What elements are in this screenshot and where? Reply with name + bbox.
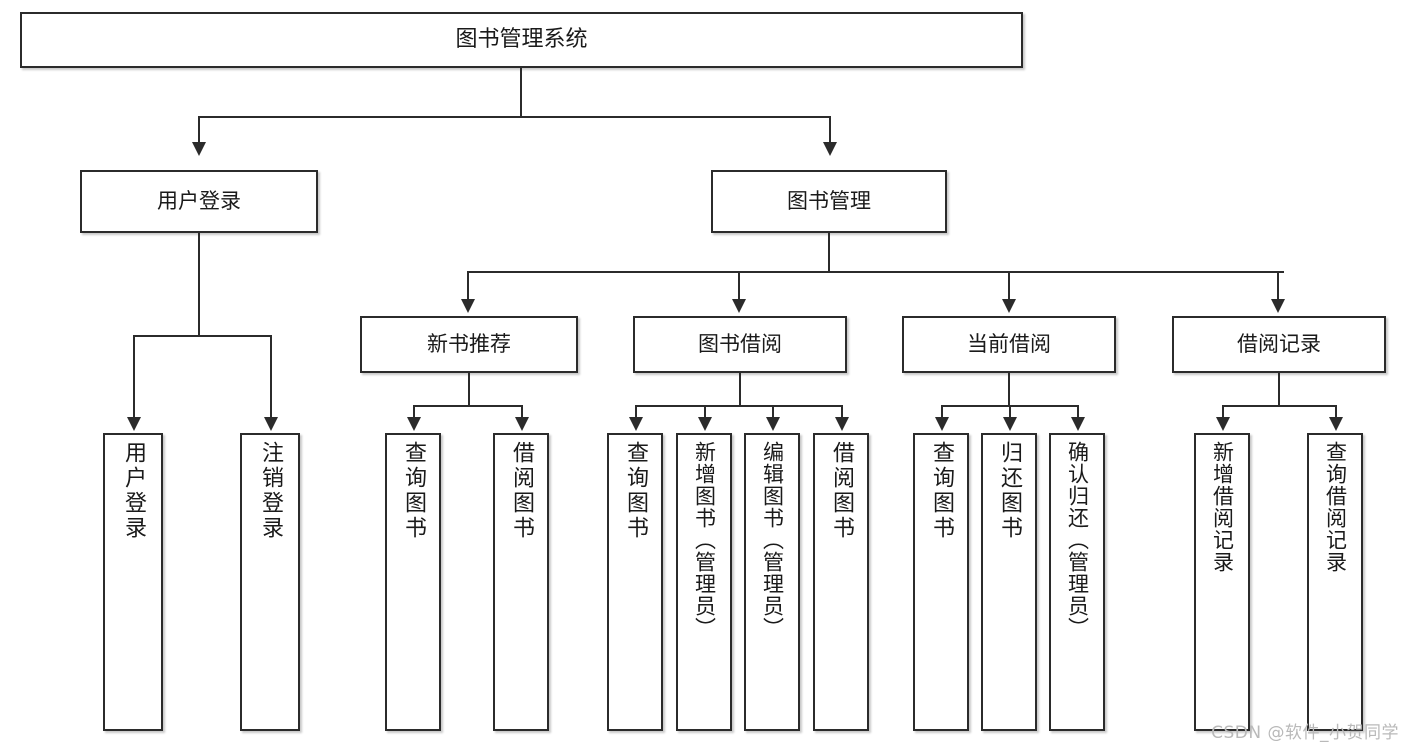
node-user-login-label: 用户登录: [157, 189, 241, 214]
node-leaf-add-book[interactable]: 新增图书（管理员）: [676, 433, 732, 731]
connector-borrow-record-to-leaf-2: [1335, 405, 1337, 419]
arrow-new-book-to-leaf-2: [515, 417, 529, 431]
connector-current-borrow-to-leaf-3: [1077, 405, 1079, 419]
node-leaf-user-login-label: 用户登录: [121, 441, 146, 541]
arrow-current-borrow-to-leaf-3: [1071, 417, 1085, 431]
node-leaf-add-book-label: 新增图书（管理员）: [692, 441, 717, 639]
node-leaf-edit-book-label: 编辑图书（管理员）: [760, 441, 785, 639]
connector-book-borrow-to-leaf-3: [772, 405, 774, 419]
arrow-user-login-to-leaf-1: [127, 417, 141, 431]
connector-root-to-book-manage: [829, 116, 831, 144]
connector-book-manage-to-current-borrow: [1008, 271, 1010, 301]
connector-new-book-stem: [468, 373, 470, 405]
node-leaf-query-book-1[interactable]: 查询图书: [385, 433, 441, 731]
arrow-current-borrow-to-leaf-1: [935, 417, 949, 431]
node-leaf-query-book-3[interactable]: 查询图书: [913, 433, 969, 731]
connector-current-borrow-to-leaf-2: [1009, 405, 1011, 419]
node-leaf-borrow-book-2[interactable]: 借阅图书: [813, 433, 869, 731]
node-book-borrow-label: 图书借阅: [698, 332, 782, 357]
node-root[interactable]: 图书管理系统: [20, 12, 1023, 68]
node-leaf-logout-login-label: 注销登录: [258, 441, 283, 541]
arrow-borrow-record-to-leaf-1: [1216, 417, 1230, 431]
connector-book-borrow-to-leaf-4: [841, 405, 843, 419]
arrow-book-manage-to-borrow-record: [1271, 299, 1285, 313]
arrow-book-manage-to-book-borrow: [732, 299, 746, 313]
connector-user-login-to-leaf-1: [133, 335, 135, 419]
arrow-book-borrow-to-leaf-2: [698, 417, 712, 431]
arrow-book-borrow-to-leaf-1: [629, 417, 643, 431]
node-user-login[interactable]: 用户登录: [80, 170, 318, 233]
connector-new-book-to-leaf-1: [413, 405, 415, 419]
node-leaf-query-book-2[interactable]: 查询图书: [607, 433, 663, 731]
node-leaf-borrow-book-1[interactable]: 借阅图书: [493, 433, 549, 731]
node-leaf-return-book-label: 归还图书: [997, 441, 1022, 541]
connector-user-login-bus: [133, 335, 272, 337]
node-new-book-recommend[interactable]: 新书推荐: [360, 316, 578, 373]
node-leaf-query-record[interactable]: 查询借阅记录: [1307, 433, 1363, 731]
connector-book-manage-to-new-book: [467, 271, 469, 301]
node-leaf-return-book[interactable]: 归还图书: [981, 433, 1037, 731]
node-book-manage[interactable]: 图书管理: [711, 170, 947, 233]
connector-book-manage-to-borrow-record: [1277, 271, 1279, 301]
arrow-book-borrow-to-leaf-3: [766, 417, 780, 431]
arrow-book-borrow-to-leaf-4: [835, 417, 849, 431]
node-new-book-recommend-label: 新书推荐: [427, 332, 511, 357]
node-leaf-borrow-book-1-label: 借阅图书: [509, 441, 534, 541]
connector-book-borrow-bus: [635, 405, 843, 407]
arrow-current-borrow-to-leaf-2: [1003, 417, 1017, 431]
node-leaf-confirm-return-label: 确认归还（管理员）: [1065, 441, 1090, 639]
arrow-borrow-record-to-leaf-2: [1329, 417, 1343, 431]
arrow-book-manage-to-current-borrow: [1002, 299, 1016, 313]
connector-new-book-bus: [413, 405, 523, 407]
node-leaf-query-record-label: 查询借阅记录: [1323, 441, 1348, 573]
node-book-manage-label: 图书管理: [787, 189, 871, 214]
node-current-borrow-label: 当前借阅: [967, 332, 1051, 357]
node-leaf-logout-login[interactable]: 注销登录: [240, 433, 300, 731]
connector-current-borrow-stem: [1008, 373, 1010, 405]
connector-root-stem: [520, 68, 522, 116]
connector-book-manage-stem: [828, 233, 830, 271]
node-leaf-add-record-label: 新增借阅记录: [1210, 441, 1235, 573]
arrow-root-to-book-manage: [823, 142, 837, 156]
node-leaf-add-record[interactable]: 新增借阅记录: [1194, 433, 1250, 731]
node-borrow-record-label: 借阅记录: [1237, 332, 1321, 357]
connector-book-borrow-stem: [739, 373, 741, 405]
connector-book-borrow-to-leaf-1: [635, 405, 637, 419]
connector-borrow-record-stem: [1278, 373, 1280, 405]
node-leaf-edit-book[interactable]: 编辑图书（管理员）: [744, 433, 800, 731]
connector-user-login-to-leaf-2: [270, 335, 272, 419]
node-leaf-query-book-2-label: 查询图书: [623, 441, 648, 541]
connector-root-to-user-login: [198, 116, 200, 144]
node-borrow-record[interactable]: 借阅记录: [1172, 316, 1386, 373]
arrow-book-manage-to-new-book: [461, 299, 475, 313]
csdn-watermark: CSDN @软件_小贺同学: [1211, 723, 1399, 743]
node-root-label: 图书管理系统: [455, 27, 588, 53]
connector-book-manage-bus: [467, 271, 1284, 273]
connector-current-borrow-to-leaf-1: [941, 405, 943, 419]
node-current-borrow[interactable]: 当前借阅: [902, 316, 1116, 373]
connector-user-login-stem: [198, 233, 200, 335]
node-leaf-borrow-book-2-label: 借阅图书: [829, 441, 854, 541]
connector-book-manage-to-book-borrow: [738, 271, 740, 301]
connector-borrow-record-bus: [1222, 405, 1337, 407]
arrow-new-book-to-leaf-1: [407, 417, 421, 431]
arrow-user-login-to-leaf-2: [264, 417, 278, 431]
node-leaf-confirm-return[interactable]: 确认归还（管理员）: [1049, 433, 1105, 731]
connector-root-bus: [198, 116, 831, 118]
node-leaf-user-login[interactable]: 用户登录: [103, 433, 163, 731]
node-leaf-query-book-3-label: 查询图书: [929, 441, 954, 541]
connector-borrow-record-to-leaf-1: [1222, 405, 1224, 419]
arrow-root-to-user-login: [192, 142, 206, 156]
connector-book-borrow-to-leaf-2: [704, 405, 706, 419]
node-leaf-query-book-1-label: 查询图书: [401, 441, 426, 541]
node-book-borrow[interactable]: 图书借阅: [633, 316, 847, 373]
connector-new-book-to-leaf-2: [521, 405, 523, 419]
